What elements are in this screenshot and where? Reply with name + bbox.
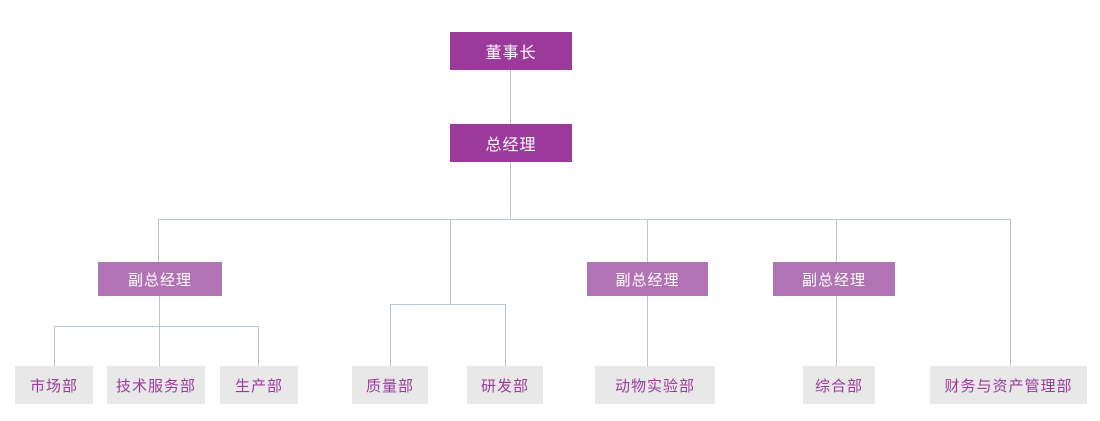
connector-drop-deputy1 (158, 219, 159, 262)
node-deputy-general-manager-1: 副总经理 (98, 262, 222, 296)
connector-deputy1-down (159, 296, 160, 326)
connector-drop-production (258, 326, 259, 366)
connector-main-horizontal (158, 219, 1011, 220)
connector-gm-to-mainline (510, 162, 511, 219)
connector-deputy2-to-animal-lab (647, 296, 648, 366)
node-dept-quality: 质量部 (352, 366, 428, 404)
connector-drop-finance (1010, 219, 1011, 366)
connector-drop-rnd (505, 304, 506, 366)
node-dept-finance-asset-management: 财务与资产管理部 (930, 366, 1087, 404)
connector-drop-deputy3 (836, 219, 837, 262)
node-dept-marketing: 市场部 (15, 366, 93, 404)
connector-drop-marketing (54, 326, 55, 366)
connector-drop-mid-branch (450, 219, 451, 304)
connector-drop-technical-service (159, 326, 160, 366)
node-deputy-general-manager-2: 副总经理 (587, 262, 708, 296)
node-general-manager: 总经理 (450, 124, 572, 162)
connector-chairman-to-gm (510, 70, 511, 124)
node-dept-research-development: 研发部 (467, 366, 543, 404)
node-chairman: 董事长 (450, 32, 572, 70)
connector-drop-deputy2 (647, 219, 648, 262)
connector-deputy3-to-general (836, 296, 837, 366)
node-dept-technical-service: 技术服务部 (107, 366, 205, 404)
connector-drop-quality (390, 304, 391, 366)
node-dept-production: 生产部 (220, 366, 298, 404)
node-deputy-general-manager-3: 副总经理 (773, 262, 895, 296)
node-dept-animal-experiment: 动物实验部 (595, 366, 715, 404)
node-dept-general-affairs: 综合部 (803, 366, 875, 404)
connector-branch1-horizontal (54, 326, 259, 327)
connector-mid-horizontal (390, 304, 506, 305)
